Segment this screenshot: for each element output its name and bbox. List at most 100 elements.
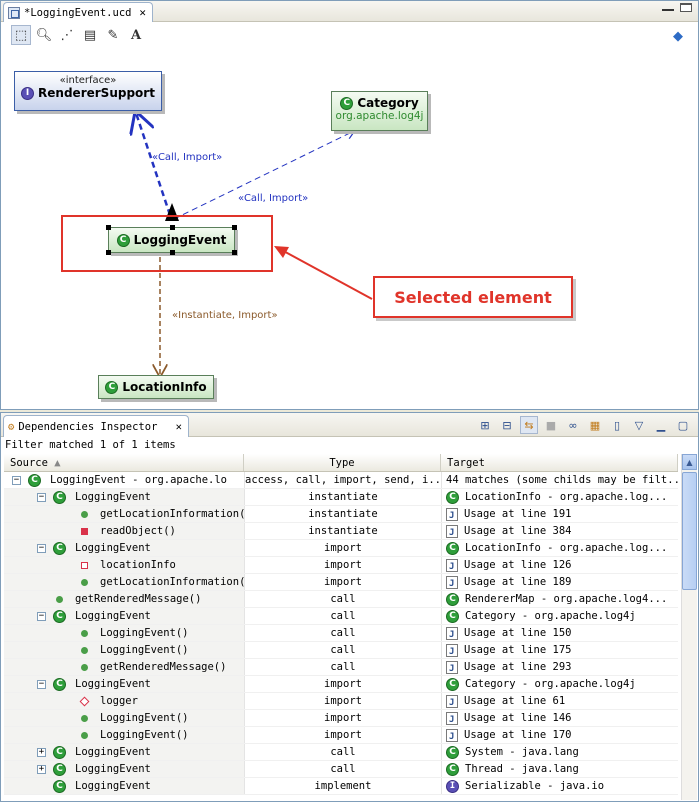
class-icon: C	[53, 763, 66, 776]
call-import-connector-renderer[interactable]	[136, 113, 172, 216]
resize-handle[interactable]	[170, 225, 175, 230]
resize-handle[interactable]	[170, 250, 175, 255]
resize-handle[interactable]	[106, 250, 111, 255]
glasses-icon[interactable]: ∞	[568, 418, 578, 432]
collapse-icon[interactable]: −	[37, 679, 46, 689]
dependency-type: import	[244, 540, 441, 556]
public-method-icon	[56, 596, 63, 603]
expand-icon[interactable]: +	[37, 764, 46, 774]
inspector-title: Dependencies Inspector	[18, 420, 158, 433]
select-tool-icon[interactable]: ⬚	[11, 25, 31, 45]
zoom-icon[interactable]: 🔍︎	[35, 27, 53, 43]
constructor-icon	[81, 630, 88, 637]
target-label: Usage at line 175	[464, 643, 572, 656]
java-file-icon	[446, 524, 458, 539]
source-label: LoggingEvent	[75, 780, 151, 792]
tree-row[interactable]: LoggingEvent()importUsage at line 170	[4, 727, 678, 744]
resize-handle[interactable]	[232, 250, 237, 255]
vertical-scrollbar[interactable]: ▲	[681, 454, 697, 800]
link-tool-icon[interactable]: ✎	[107, 27, 119, 43]
sync-icon[interactable]: ⇆	[520, 416, 538, 434]
target-label: Usage at line 189	[464, 575, 572, 588]
expand-all-icon[interactable]: ⊞	[480, 418, 490, 432]
source-label: LoggingEvent()	[100, 712, 189, 724]
node-renderer-support[interactable]: «interface» I RendererSupport	[14, 71, 162, 111]
collapse-icon[interactable]: −	[37, 543, 46, 553]
tree-row[interactable]: LoggingEvent()importUsage at line 146	[4, 710, 678, 727]
hierarchy-icon[interactable]: ▦	[589, 418, 601, 432]
source-label: LoggingEvent	[75, 542, 151, 554]
tree-row[interactable]: loggerimportUsage at line 61	[4, 693, 678, 710]
tree-row[interactable]: LoggingEvent()callUsage at line 175	[4, 642, 678, 659]
stop-icon[interactable]: ■	[545, 418, 557, 432]
inspector-tab[interactable]: ⚙ Dependencies Inspector ✕	[3, 415, 189, 437]
java-file-icon	[446, 643, 458, 658]
node-location-name: LocationInfo	[122, 380, 207, 394]
maximize-icon[interactable]: ▢	[677, 418, 689, 432]
collapse-icon[interactable]: −	[12, 475, 21, 485]
close-icon[interactable]: ✕	[139, 6, 146, 19]
dependency-type: import	[244, 557, 441, 573]
tree-row[interactable]: locationInfoimportUsage at line 126	[4, 557, 678, 574]
node-location-info[interactable]: C LocationInfo	[98, 375, 214, 399]
target-cell: Usage at line 61	[441, 693, 678, 709]
call-import-connector-category[interactable]	[173, 131, 354, 220]
maximize-icon[interactable]	[680, 3, 692, 12]
close-icon[interactable]: ✕	[175, 420, 182, 433]
view-menu-icon[interactable]: ▽	[634, 418, 644, 432]
note-icon[interactable]: ▤	[83, 27, 97, 43]
minimize-icon[interactable]: ▁	[656, 418, 666, 432]
column-type[interactable]: Type	[244, 454, 441, 471]
resize-handle[interactable]	[106, 225, 111, 230]
tree-row[interactable]: getRenderedMessage()callUsage at line 29…	[4, 659, 678, 676]
expand-icon[interactable]: +	[37, 747, 46, 757]
scroll-up-icon[interactable]: ▲	[682, 454, 697, 470]
dependency-type: call	[244, 659, 441, 675]
text-tool-icon[interactable]: A	[130, 27, 142, 43]
package-icon[interactable]: ◆	[673, 28, 683, 44]
tree-row[interactable]: getLocationInformation()instantiateUsage…	[4, 506, 678, 523]
source-label: readObject()	[100, 525, 176, 537]
dependency-type: implement	[244, 778, 441, 794]
dependency-type: import	[244, 710, 441, 726]
tree-row[interactable]: LoggingEvent()callUsage at line 150	[4, 625, 678, 642]
document-icon[interactable]: ▯	[613, 418, 621, 432]
dependency-type: call	[244, 591, 441, 607]
column-source[interactable]: Source ▲	[4, 454, 244, 471]
collapse-icon[interactable]: −	[37, 611, 46, 621]
column-target[interactable]: Target	[441, 454, 678, 471]
java-file-icon	[446, 575, 458, 590]
collapse-icon[interactable]: −	[37, 492, 46, 502]
resize-handle[interactable]	[232, 225, 237, 230]
node-logging-event[interactable]: C LoggingEvent	[106, 225, 237, 255]
collapse-all-icon[interactable]: ⊟	[502, 418, 512, 432]
interface-icon: I	[21, 86, 35, 100]
minimize-icon[interactable]	[662, 9, 674, 11]
editor-tab[interactable]: *LoggingEvent.ucd ✕	[3, 2, 153, 22]
source-label: LoggingEvent()	[100, 729, 189, 741]
source-label: LoggingEvent()	[100, 627, 189, 639]
connection-tool-icon[interactable]: ⋰	[60, 27, 74, 43]
class-icon: C	[446, 541, 459, 555]
target-cell: Usage at line 191	[441, 506, 678, 522]
diagram-canvas[interactable]: «interface» I RendererSupport C Category…	[2, 47, 699, 409]
scroll-thumb[interactable]	[682, 472, 697, 590]
tree-row[interactable]: getLocationInformation()importUsage at l…	[4, 574, 678, 591]
selection-highlight	[61, 215, 273, 272]
tree-row[interactable]: readObject()instantiateUsage at line 384	[4, 523, 678, 540]
node-category[interactable]: C Category org.apache.log4j	[331, 91, 428, 131]
